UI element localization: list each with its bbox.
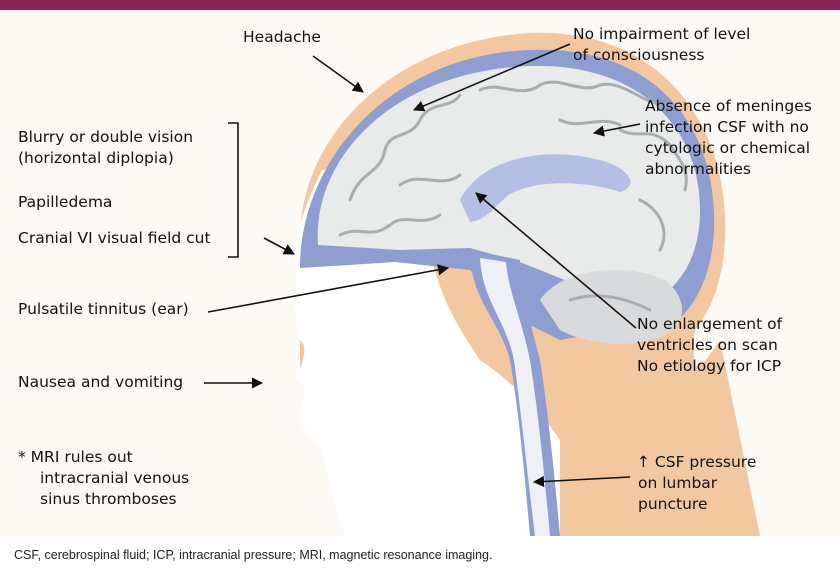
label-line: of consciousness bbox=[573, 45, 750, 66]
label-line: Blurry or double vision bbox=[18, 127, 193, 148]
label-line: ↑ CSF pressure bbox=[637, 452, 756, 473]
label-ventricles: No enlargement of ventricles on scan No … bbox=[637, 314, 782, 377]
label-headache: Headache bbox=[243, 27, 321, 48]
label-consciousness: No impairment of level of consciousness bbox=[573, 24, 750, 66]
label-vision: Blurry or double vision (horizontal dipl… bbox=[18, 127, 193, 169]
figure-caption: CSF, cerebrospinal fluid; ICP, intracran… bbox=[14, 548, 492, 562]
label-csf-pressure: ↑ CSF pressure on lumbar puncture bbox=[637, 452, 756, 515]
label-line: No etiology for ICP bbox=[637, 356, 782, 377]
label-line: * MRI rules out bbox=[18, 447, 189, 468]
label-papilledema: Papilledema bbox=[18, 192, 112, 213]
label-line: No impairment of level bbox=[573, 24, 750, 45]
label-mri-note: * MRI rules out intracranial venous sinu… bbox=[18, 447, 189, 510]
label-line: No enlargement of bbox=[637, 314, 782, 335]
label-line: ventricles on scan bbox=[637, 335, 782, 356]
header-bar bbox=[0, 0, 840, 10]
arrow-vision bbox=[264, 238, 294, 254]
label-meninges: Absence of meninges infection CSF with n… bbox=[645, 96, 812, 180]
label-line: on lumbar bbox=[637, 473, 756, 494]
label-line: (horizontal diplopia) bbox=[18, 148, 193, 169]
label-line: Absence of meninges bbox=[645, 96, 812, 117]
label-line: intracranial venous bbox=[18, 468, 189, 489]
label-line: cytologic or chemical bbox=[645, 138, 812, 159]
label-nausea: Nausea and vomiting bbox=[18, 372, 183, 393]
label-cranial-vi: Cranial VI visual field cut bbox=[18, 228, 211, 249]
vision-bracket bbox=[228, 123, 238, 257]
label-tinnitus: Pulsatile tinnitus (ear) bbox=[18, 299, 189, 320]
label-line: sinus thromboses bbox=[18, 489, 189, 510]
label-line: puncture bbox=[637, 494, 756, 515]
label-line: infection CSF with no bbox=[645, 117, 812, 138]
label-line: abnormalities bbox=[645, 159, 812, 180]
arrow-headache bbox=[313, 56, 363, 92]
